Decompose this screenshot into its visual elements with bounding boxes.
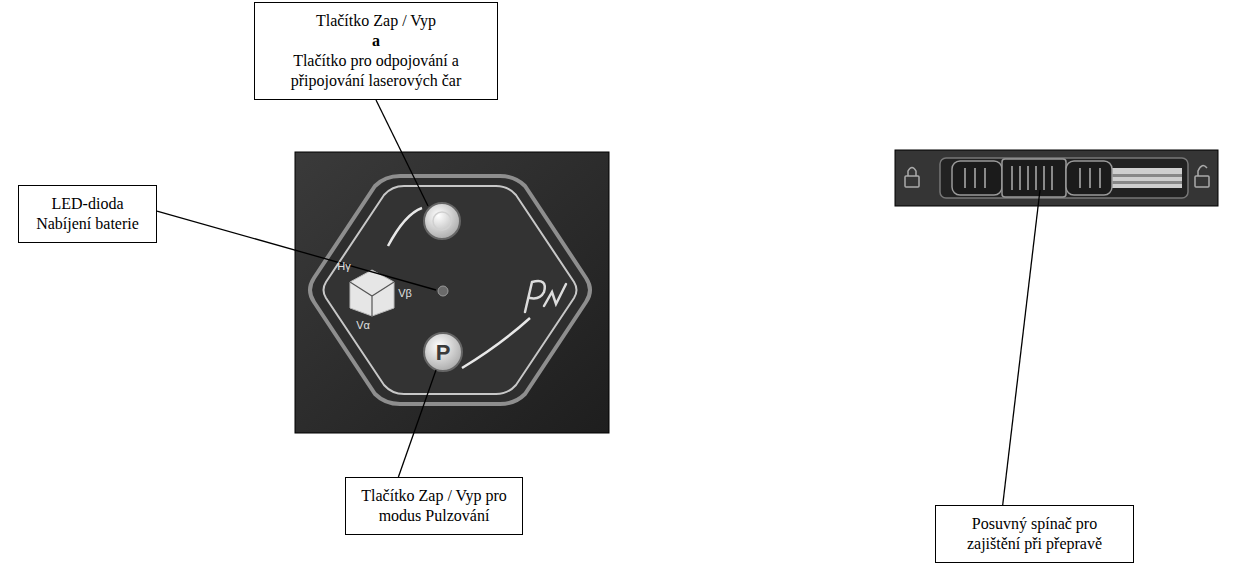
arc-line: [462, 318, 530, 368]
button-letter: P: [436, 340, 451, 366]
callout-box: Tlačítko Zap / VypaTlačítko pro odpojová…: [254, 2, 498, 100]
callout-text: Tlačítko Zap / Vyp pro modus Pulzování: [356, 486, 512, 526]
slider-knob: [1002, 159, 1066, 197]
callout-text: a: [265, 31, 487, 51]
slider-ridges: [965, 166, 1100, 190]
led: [438, 286, 448, 296]
leader-line: [157, 211, 436, 290]
callout-box: Tlačítko Zap / Vyp pro modus Pulzování: [345, 477, 523, 535]
line-icon-detail: [350, 282, 394, 316]
slider-knob: [952, 161, 1002, 195]
callout-text: LED-dioda Nabíjení baterie: [29, 194, 146, 234]
axis-label: Hγ: [337, 260, 350, 272]
callout-box: LED-dioda Nabíjení baterie: [18, 185, 157, 243]
slider-slot: [940, 158, 1188, 198]
callout-text: Tlačítko pro odpojování a připojování la…: [265, 51, 487, 91]
axis-label: Vβ: [398, 287, 412, 299]
callout-text: Posuvný spínač pro zajištění při přeprav…: [946, 514, 1123, 554]
lock-icon: [905, 168, 919, 188]
logo: [525, 281, 566, 312]
slider-track: [1112, 174, 1182, 177]
leader-line: [398, 370, 436, 477]
panel-housing: [310, 176, 590, 404]
power-button-ring: [433, 212, 451, 230]
arc-line: [388, 208, 422, 246]
slider-photo: [895, 150, 1218, 206]
power-button: [424, 203, 460, 239]
unlock-icon: [1195, 166, 1209, 187]
leader-line: [376, 100, 428, 206]
slider-track: [1112, 181, 1182, 184]
callout-box: Posuvný spínač pro zajištění při přeprav…: [935, 505, 1134, 563]
callout-text: Tlačítko Zap / Vyp: [265, 11, 487, 31]
slider-knob: [1066, 161, 1112, 195]
axis-label: Vα: [356, 319, 370, 331]
panel-photo: [295, 152, 609, 433]
panel-inner-border: [324, 186, 577, 394]
pulse-button: [424, 333, 462, 371]
slider-track: [1112, 168, 1182, 188]
leader-line: [1003, 190, 1040, 505]
